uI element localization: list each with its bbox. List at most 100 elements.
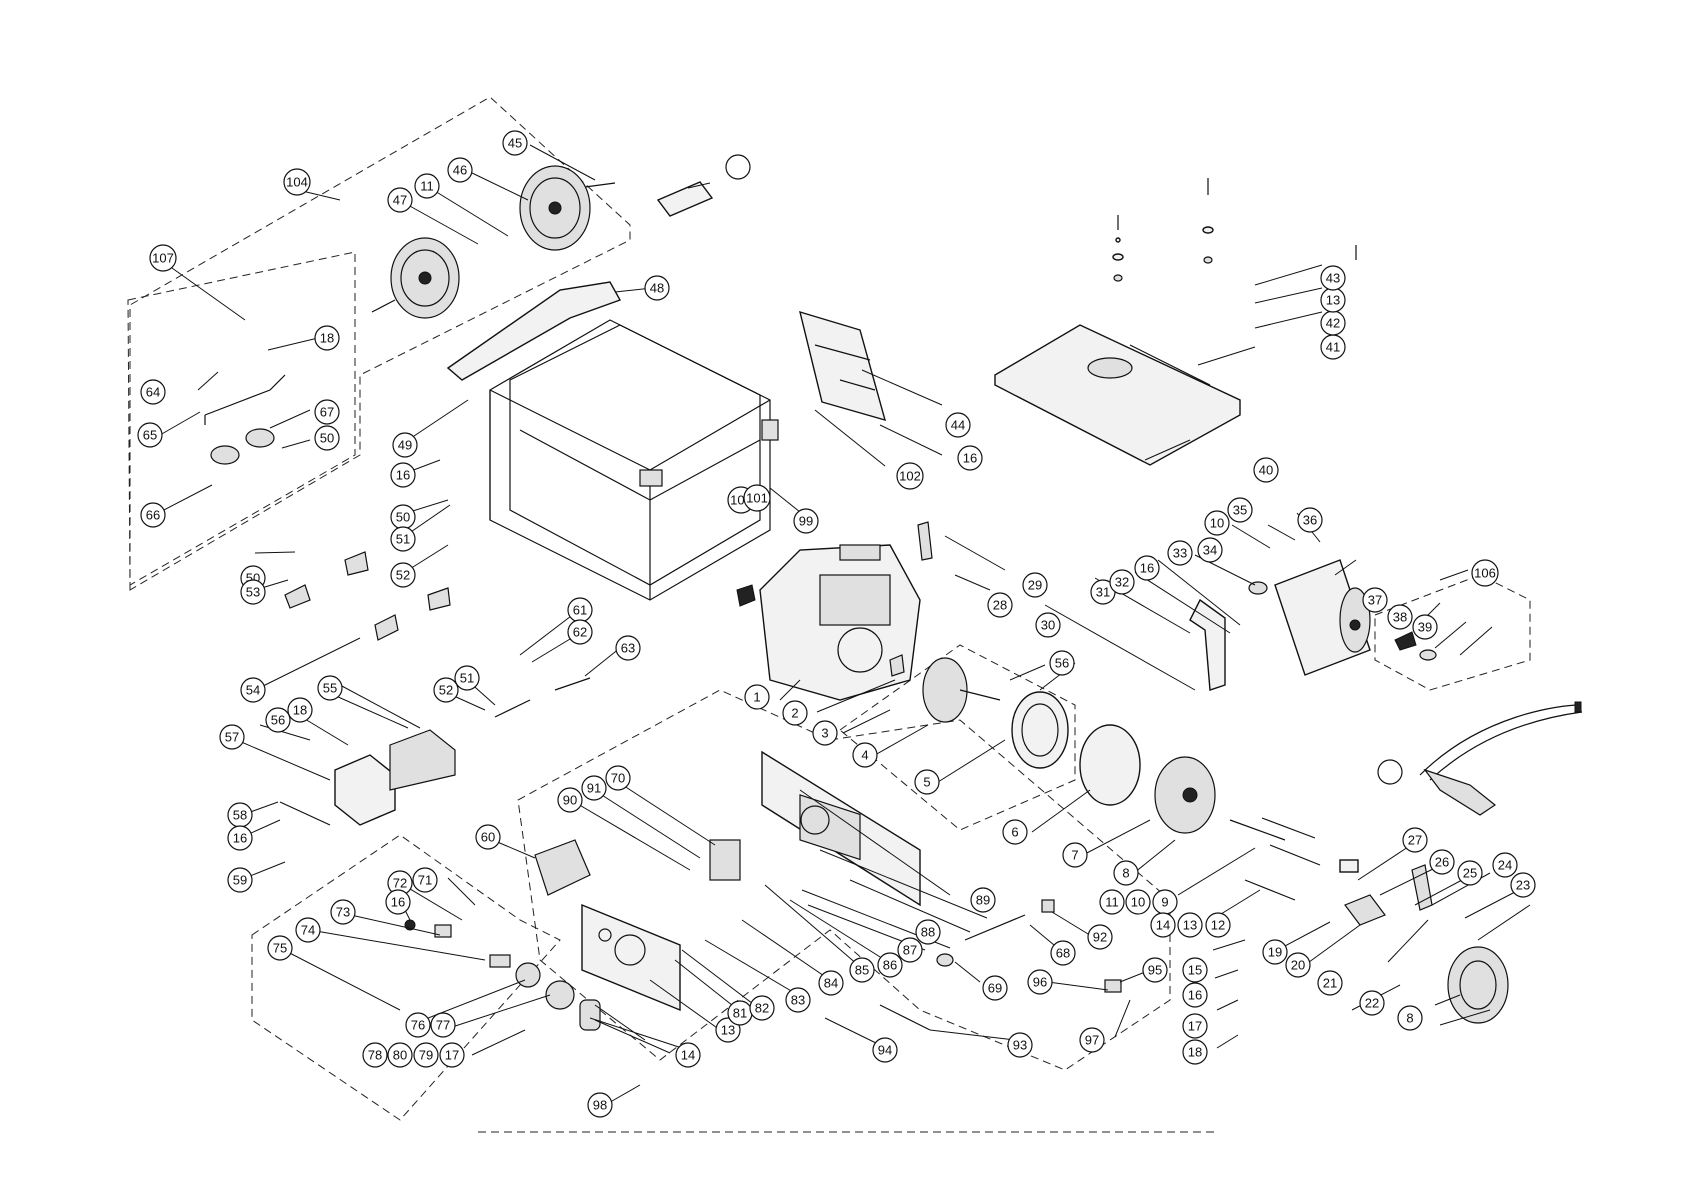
callout-number: 52 xyxy=(439,683,453,698)
callout-circle xyxy=(1182,1039,1208,1065)
callout-circle xyxy=(743,484,771,512)
callout-83: 83 xyxy=(785,987,811,1013)
callout-circle xyxy=(283,168,311,196)
callout-circle xyxy=(219,724,245,750)
callout-95: 95 xyxy=(1142,957,1168,983)
callout-number: 101 xyxy=(746,491,768,506)
callout-23: 23 xyxy=(1510,872,1536,898)
callout-19: 19 xyxy=(1262,939,1288,965)
group-103-control-panel xyxy=(251,834,561,1121)
callout-number: 25 xyxy=(1463,866,1477,881)
callout-number: 49 xyxy=(398,438,412,453)
callout-90: 90 xyxy=(557,787,583,813)
cover-81 xyxy=(579,999,601,1031)
callout-circle xyxy=(454,665,480,691)
tank-bolts xyxy=(1112,178,1357,282)
callout-number: 77 xyxy=(436,1018,450,1033)
callout-46: 46 xyxy=(447,157,473,183)
brush-holder-20 xyxy=(1411,864,1433,911)
receptacle-77 xyxy=(515,962,541,988)
callout-circle xyxy=(1167,540,1193,566)
muffler-bracket xyxy=(1189,598,1226,691)
callout-circle xyxy=(587,1092,613,1118)
callout-number: 8 xyxy=(1406,1011,1413,1026)
receptacle-78 xyxy=(545,980,575,1010)
callout-number: 32 xyxy=(1115,575,1129,590)
callout-number: 42 xyxy=(1326,316,1340,331)
callout-number: 73 xyxy=(336,905,350,920)
callout-number: 27 xyxy=(1408,833,1422,848)
callout-number: 14 xyxy=(681,1048,695,1063)
callout-96: 96 xyxy=(1027,969,1053,995)
callout-circle xyxy=(1429,849,1455,875)
callout-number: 51 xyxy=(460,671,474,686)
callout-number: 16 xyxy=(396,468,410,483)
callout-4: 4 xyxy=(852,742,878,768)
callout-number: 16 xyxy=(233,831,247,846)
callout-61: 61 xyxy=(567,597,593,623)
panel-assembly-91 xyxy=(761,750,921,907)
callout-number: 107 xyxy=(152,251,174,266)
callout-circle xyxy=(387,187,413,213)
callout-circle xyxy=(581,775,607,801)
rotor-part xyxy=(922,657,1069,769)
callout-circle xyxy=(1510,872,1536,898)
callout-circle xyxy=(140,379,166,405)
callout-82: 82 xyxy=(749,995,775,1021)
callout-66: 66 xyxy=(140,502,166,528)
callout-circle xyxy=(1205,912,1231,938)
callout-circle xyxy=(1177,912,1203,938)
callout-circle xyxy=(414,173,440,199)
tube-95 xyxy=(879,1004,931,1031)
callout-number: 15 xyxy=(1188,963,1202,978)
handle-part xyxy=(446,281,622,381)
callout-number: 56 xyxy=(271,713,285,728)
callout-number: 21 xyxy=(1323,976,1337,991)
callout-number: 18 xyxy=(1188,1045,1202,1060)
wheel-rear xyxy=(519,165,591,251)
callout-76: 76 xyxy=(405,1012,431,1038)
gasket-33 xyxy=(1248,581,1268,595)
callout-number: 41 xyxy=(1326,340,1340,355)
callout-71: 71 xyxy=(412,867,438,893)
callout-number: 26 xyxy=(1435,855,1449,870)
group-107-mount-kit xyxy=(127,251,356,586)
callout-circle xyxy=(240,677,266,703)
callout-number: 56 xyxy=(1055,656,1069,671)
callout-circle xyxy=(1182,982,1208,1008)
callout-circle xyxy=(385,889,411,915)
callout-number: 20 xyxy=(1291,958,1305,973)
callout-16: 16 xyxy=(957,445,983,471)
callout-8: 8 xyxy=(1113,860,1139,886)
callout-number: 85 xyxy=(855,963,869,978)
callout-circle xyxy=(1317,970,1343,996)
callout-41: 41 xyxy=(1320,334,1346,360)
callout-98: 98 xyxy=(587,1092,613,1118)
callout-52: 52 xyxy=(433,677,459,703)
callout-17: 17 xyxy=(439,1042,465,1068)
group-106-muffler-cap xyxy=(1374,574,1531,691)
callout-number: 34 xyxy=(1203,543,1217,558)
muffler-36 xyxy=(1274,559,1371,676)
callout-circle xyxy=(945,412,971,438)
callout-circle xyxy=(265,707,291,733)
callout-circle xyxy=(362,1042,388,1068)
callout-circle xyxy=(1320,265,1346,291)
callout-16: 16 xyxy=(385,889,411,915)
callout-number: 8 xyxy=(1122,866,1129,881)
callout-circle xyxy=(317,675,343,701)
callout-circle xyxy=(615,635,641,661)
callout-44: 44 xyxy=(945,412,971,438)
callout-18: 18 xyxy=(287,697,313,723)
bracket-27 xyxy=(1339,859,1359,873)
callout-47: 47 xyxy=(387,187,413,213)
callout-circle xyxy=(897,937,923,963)
callout-number: 43 xyxy=(1326,271,1340,286)
callout-circle xyxy=(1109,569,1135,595)
callout-84: 84 xyxy=(818,970,844,996)
callout-circle xyxy=(475,824,501,850)
callout-number: 14 xyxy=(1156,918,1170,933)
callout-number: 5 xyxy=(923,775,930,790)
